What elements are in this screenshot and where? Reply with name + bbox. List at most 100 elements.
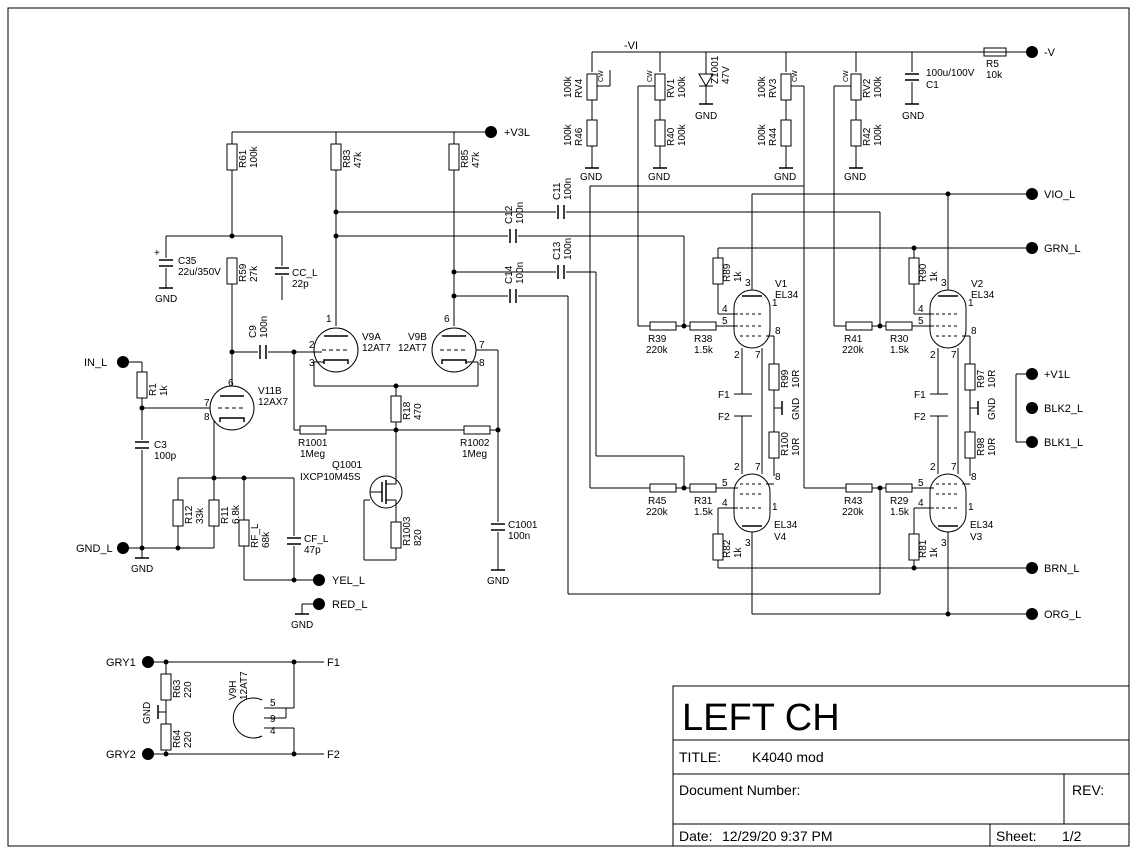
gry2-terminal[interactable] [142,748,154,760]
blk1-terminal[interactable] [1026,436,1038,448]
v1l-terminal[interactable] [1026,368,1038,380]
gnd-rv2: GND [844,172,866,183]
date-value: 12/29/20 9:37 PM [722,828,833,844]
v3l-terminal[interactable] [485,126,497,138]
c13-value: 100n [563,238,574,260]
r46-value: 100k [563,123,574,146]
f1-left: F1 [718,390,730,401]
f2-right: F2 [914,412,926,423]
r46-symbol [586,119,598,147]
v11b-pin6: 6 [228,378,234,389]
v9h-value: 12AT7 [239,671,250,700]
v3-pin4: 4 [918,498,924,509]
f1-right: F1 [914,390,926,401]
grn-label: GRN_L [1044,243,1081,255]
r59-value: 27k [249,265,260,282]
r39-value: 220k [646,345,669,356]
v4-pin2: 2 [734,462,740,473]
org-terminal[interactable] [1026,608,1038,620]
blk2-terminal[interactable] [1026,402,1038,414]
v9h-heater [232,697,263,739]
gnd-c35: GND [155,294,177,305]
r44-value: 100k [757,123,768,146]
r1001-ref: R1001 [298,438,328,449]
blk2-label: BLK2_L [1044,403,1083,415]
r1002-ref: R1002 [460,438,490,449]
c35-ref: C35 [178,256,197,267]
v2-tube [929,289,967,349]
c1-ref: C1 [926,80,939,91]
r61-symbol [226,143,238,171]
r83-ref: R83 [342,149,353,168]
vio-label: VIO_L [1044,189,1075,201]
r97-value: 10R [987,370,998,388]
title-label: TITLE: [679,749,721,765]
org-label: ORG_L [1044,609,1081,621]
brn-terminal[interactable] [1026,562,1038,574]
title-value: K4040 mod [752,749,824,765]
r1003-symbol [390,521,402,549]
v3-pin2: 2 [930,462,936,473]
title-block: LEFT CH TITLE: K4040 mod Document Number… [672,685,1130,847]
r83-value: 47k [353,151,364,168]
r85-symbol [448,143,460,171]
r38-symbol [689,321,717,331]
cc-value: 22p [292,279,309,290]
neg-v-terminal[interactable] [1026,46,1038,58]
r43-symbol [845,483,873,493]
q1001-value: IXCP10M45S [300,472,361,483]
v2-ref: V2 [971,279,984,290]
r5-value: 10k [986,70,1003,81]
v1-ref: V1 [775,279,788,290]
rv3-ref: RV3 [768,78,779,98]
v1-pin3: 3 [745,278,751,289]
r81-ref: R81 [918,539,929,558]
r30-ref: R30 [890,334,909,345]
grn-terminal[interactable] [1026,242,1038,254]
gnd-c1001: GND [487,576,509,587]
f2-left: F2 [718,412,730,423]
r31-symbol [689,483,717,493]
v4-tube [733,473,771,533]
r29-ref: R29 [890,496,909,507]
r44-ref: R44 [768,127,779,146]
c9-value: 100n [259,316,270,338]
r30-symbol [885,321,913,331]
v2-pin7: 7 [951,350,957,361]
r63-value: 220 [183,681,194,698]
v2-pin2: 2 [930,350,936,361]
q1001-ref: Q1001 [332,460,362,471]
c3-ref: C3 [154,440,167,451]
r41-symbol [845,321,873,331]
r85-value: 47k [471,151,482,168]
rv4-symbol [586,73,598,101]
v4-value: EL34 [774,520,798,531]
gry1-terminal[interactable] [142,656,154,668]
rf-ref: RF_L [250,523,261,548]
r42-value: 100k [873,123,884,146]
yel-terminal[interactable] [313,574,325,586]
cf-ref: CF_L [304,534,329,545]
v2-pin8: 8 [971,326,977,337]
gnd-v1v4: GND [791,398,802,420]
v9b-pin7: 7 [479,340,485,351]
v3-pin5: 5 [918,478,924,489]
r11-value: 6.8k [231,504,242,524]
v4-pin4: 4 [722,498,728,509]
r39-symbol [649,321,677,331]
v9a-tube [313,327,359,373]
supply-rail: -V -VI R5 10k 100u/100V C1 GND Z1001 47V… [592,40,1056,122]
in-label: IN_L [84,357,107,369]
vio-terminal[interactable] [1026,188,1038,200]
r82-value: 1k [733,546,744,558]
v9b-ref: V9B [408,332,427,343]
red-terminal[interactable] [313,598,325,610]
v1-pin1: 1 [772,298,778,309]
r12-value: 33k [195,507,206,524]
r12-symbol [172,499,184,527]
r83-symbol [330,143,342,171]
r59-symbol [226,257,238,285]
v4-pin3: 3 [745,538,751,549]
v4-pin8: 8 [775,472,781,483]
rv1-symbol [654,73,666,101]
